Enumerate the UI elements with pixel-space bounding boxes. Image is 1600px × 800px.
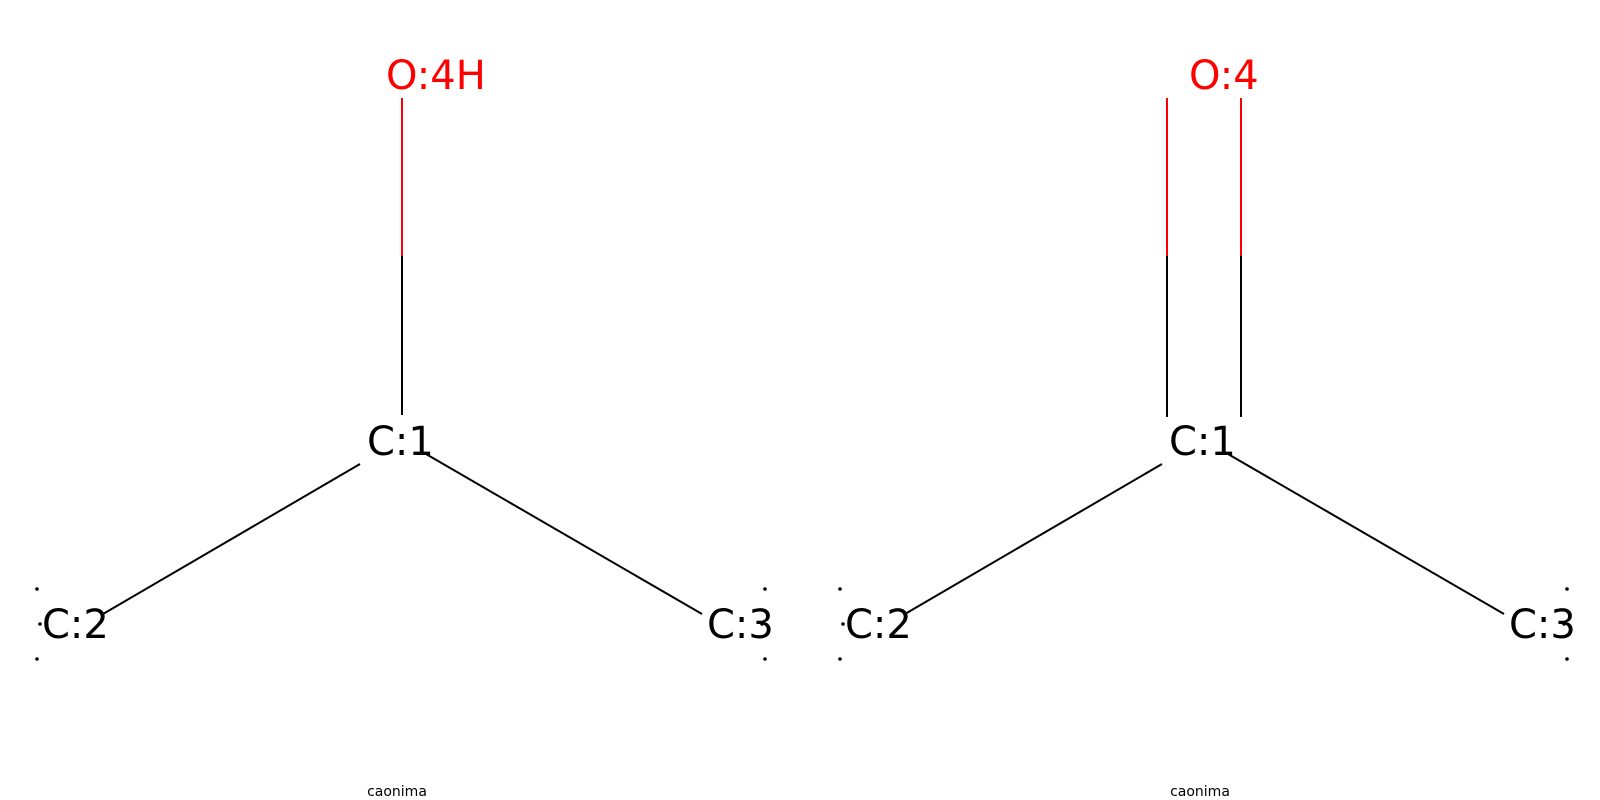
atom-label-c2: C:2 xyxy=(845,602,912,648)
radical-dots-c2 xyxy=(35,587,42,661)
molecule-left: O:4H C:1 C:2 C:3 caonima xyxy=(35,53,774,800)
atom-label-c1: C:1 xyxy=(367,419,434,465)
atom-label-c1: C:1 xyxy=(1169,419,1236,465)
atom-label-c3: C:3 xyxy=(707,602,774,648)
radical-dots-c3 xyxy=(1562,587,1569,661)
atom-label-c3: C:3 xyxy=(1509,602,1576,648)
molecule-legend: caonima xyxy=(1170,784,1230,800)
atom-label-o4: O:4 xyxy=(1189,53,1259,99)
bond-c1-c2 xyxy=(904,463,1163,615)
molecule-legend: caonima xyxy=(367,784,427,800)
molecule-right: O:4 C:1 C:2 C:3 caonima xyxy=(838,53,1576,800)
radical-dots-c2 xyxy=(838,587,845,661)
radical-dots-c3 xyxy=(760,587,767,661)
atom-label-c2: C:2 xyxy=(42,602,109,648)
bond-c1-c3 xyxy=(425,453,703,615)
bond-c1-c3 xyxy=(1227,453,1505,615)
atom-label-o4: O:4H xyxy=(386,53,486,99)
bond-c1-c2 xyxy=(102,463,361,615)
